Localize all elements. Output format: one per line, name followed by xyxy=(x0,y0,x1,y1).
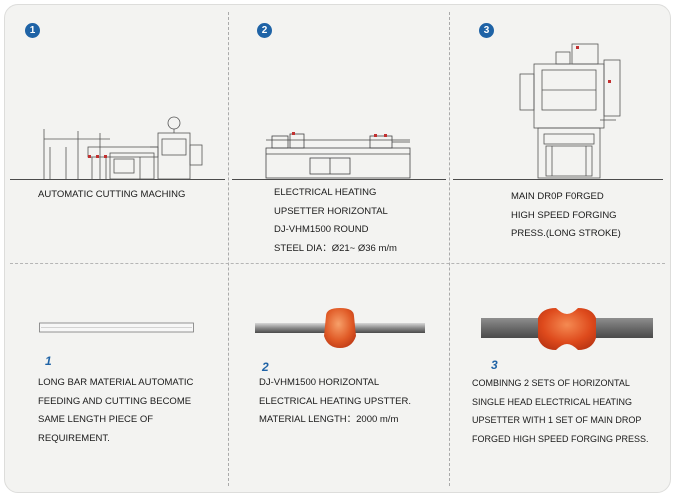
description-line: SAME LENGTH PIECE OF xyxy=(38,414,154,425)
machine-caption-2: ELECTRICAL HEATING UPSETTER HORIZONTAL D… xyxy=(274,184,397,258)
floor-line-3 xyxy=(453,179,663,180)
step-badge-2: 2 xyxy=(257,23,272,38)
row-divider xyxy=(10,263,665,264)
description-line: FEEDING AND CUTTING BECOME xyxy=(38,395,192,407)
machine-caption-1: AUTOMATIC CUTTING MACHING xyxy=(38,186,185,205)
description-line: COMBINNG 2 SETS OF HORIZONTAL xyxy=(472,378,630,388)
caption-line: MAIN DR0P F0RGED xyxy=(511,191,604,202)
steel-bar-icon xyxy=(39,322,194,333)
description-line: REQUIREMENT. xyxy=(38,432,110,444)
forged-bar-icon xyxy=(481,308,653,350)
step-number-2: 2 xyxy=(262,360,269,374)
floor-line-2 xyxy=(232,179,446,180)
step-description-2: DJ-VHM1500 HORIZONTAL ELECTRICAL HEATING… xyxy=(259,374,411,430)
column-divider-1 xyxy=(228,12,229,486)
step-number-1: 1 xyxy=(45,354,52,368)
description-line: SINGLE HEAD ELECTRICAL HEATING xyxy=(472,396,633,407)
caption-line: AUTOMATIC CUTTING MACHING xyxy=(38,189,186,200)
description-line: LONG BAR MATERIAL AUTOMATIC xyxy=(38,377,194,388)
upset-bar-icon xyxy=(255,308,425,348)
step-badge-3: 3 xyxy=(479,23,494,38)
process-card xyxy=(4,4,671,493)
horizontal-upsetter-icon xyxy=(265,132,411,179)
step-description-1: LONG BAR MATERIAL AUTOMATIC FEEDING AND … xyxy=(38,374,193,448)
description-line: MATERIAL LENGTH：2000 m/m xyxy=(259,414,399,425)
caption-line: HIGH SPEED FORGING xyxy=(511,209,617,221)
caption-line: PRESS.(LONG STROKE) xyxy=(511,228,621,239)
caption-line: UPSETTER HORIZONTAL xyxy=(274,205,388,217)
caption-line: DJ-VHM1500 ROUND xyxy=(274,224,369,235)
description-line: FORGED HIGH SPEED FORGING PRESS. xyxy=(472,433,649,444)
caption-line: STEEL DIA：Ø21~ Ø36 m/m xyxy=(274,242,397,254)
description-line: DJ-VHM1500 HORIZONTAL xyxy=(259,377,380,388)
step-badge-1: 1 xyxy=(25,23,40,38)
description-line: ELECTRICAL HEATING UPSTTER. xyxy=(259,395,412,407)
caption-line: ELECTRICAL HEATING xyxy=(274,187,377,198)
step-number-3: 3 xyxy=(491,358,498,372)
floor-line-1 xyxy=(10,179,225,180)
column-divider-2 xyxy=(449,12,450,486)
step-description-3: COMBINNG 2 SETS OF HORIZONTAL SINGLE HEA… xyxy=(472,374,649,448)
description-line: UPSETTER WITH 1 SET OF MAIN DROP xyxy=(472,415,642,425)
forging-press-icon xyxy=(519,43,621,179)
cutting-machine-icon xyxy=(43,116,203,180)
machine-caption-3: MAIN DR0P F0RGED HIGH SPEED FORGING PRES… xyxy=(511,188,621,244)
